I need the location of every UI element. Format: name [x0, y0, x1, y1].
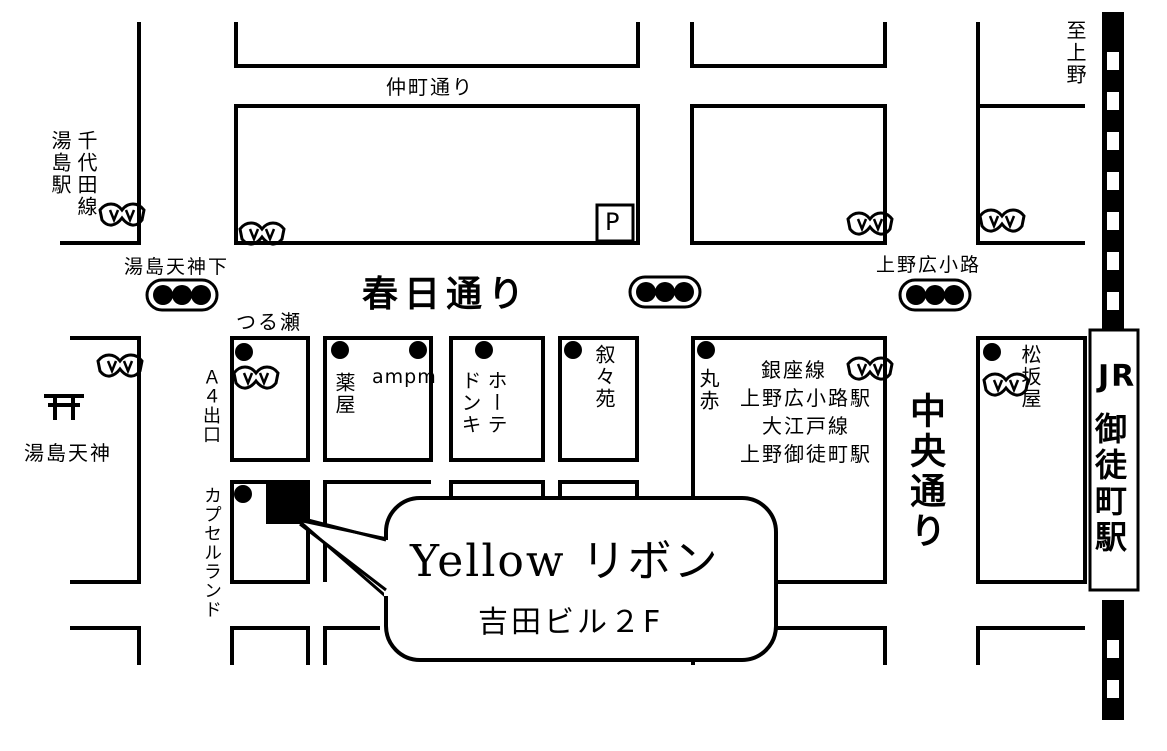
parking-sign [595, 203, 635, 243]
subway-mark-icon [232, 365, 280, 390]
chuo-street-label: 中央通り [904, 392, 945, 552]
store-dot-icon [564, 341, 582, 359]
store-dot-icon [235, 343, 253, 361]
landmark-donki-right: ホーテ [484, 370, 508, 436]
kasuga-street-label: 春日通り [362, 274, 531, 315]
callout-title: Yellow リボン [410, 536, 720, 587]
landmark-pharmacy: 薬屋 [332, 372, 356, 416]
store-dot-icon [697, 341, 715, 359]
landmark-matsuzakaya: 松坂屋 [1018, 344, 1042, 410]
target-building-icon [266, 482, 306, 524]
traffic-light-icons [145, 275, 972, 312]
jr-line-label: JR [1098, 359, 1137, 394]
subway-mark-icon [238, 221, 286, 246]
station-info-block: 銀座線 上野広小路駅 大江戸線 上野御徒町駅 [736, 356, 876, 468]
jr-station-label: 御徒町駅 [1090, 412, 1128, 556]
parking-label: P [605, 208, 620, 236]
store-dot-icon [409, 341, 427, 359]
landmark-exit-a4: Ａ４出口 [200, 368, 221, 444]
intersection-label-yushima-tenjin-shita: 湯島天神下 [124, 256, 230, 278]
oedo-line-label: 大江戸線 [762, 414, 850, 438]
landmark-donki-left: ドンキ [458, 370, 482, 436]
jr-railway [1088, 12, 1140, 720]
traffic-light-icon [145, 278, 219, 312]
landmark-ampm: ampm [372, 366, 437, 388]
store-dot-icon [234, 485, 252, 503]
landmark-tsurusei: つる瀬 [236, 310, 302, 334]
direction-label-to-ueno: 至上野 [1063, 20, 1087, 86]
landmark-yushima-tenjin: 湯島天神 [24, 441, 112, 465]
store-dot-icon [331, 341, 349, 359]
store-dot-icon [983, 343, 1001, 361]
subway-mark-icon [96, 353, 144, 378]
station-label-yushima-chiyoda-left: 湯島駅 [48, 130, 72, 196]
nakamachi-street-label: 仲町通り [386, 75, 474, 99]
subway-mark-icon [978, 208, 1026, 233]
landmark-jojoen: 叙々苑 [592, 344, 616, 410]
callout-subtitle: 吉田ビル２F [478, 605, 664, 640]
torii-icon [44, 394, 84, 420]
intersection-label-ueno-hirokoji: 上野広小路 [876, 254, 982, 276]
station-label-yushima-chiyoda-right: 千代田線 [74, 130, 98, 218]
ginza-line-label: 銀座線 [761, 358, 827, 382]
store-dot-icons [234, 341, 1001, 503]
landmark-marukaku: 丸赤 [696, 368, 720, 412]
ueno-hirokoji-station-label: 上野広小路駅 [740, 386, 872, 410]
store-dot-icon [475, 341, 493, 359]
traffic-light-icon [898, 278, 972, 312]
landmark-capsule-land: カプセルランド [201, 486, 222, 619]
traffic-light-icon [628, 275, 702, 309]
ueno-okachimachi-station-label: 上野御徒町駅 [740, 442, 872, 466]
